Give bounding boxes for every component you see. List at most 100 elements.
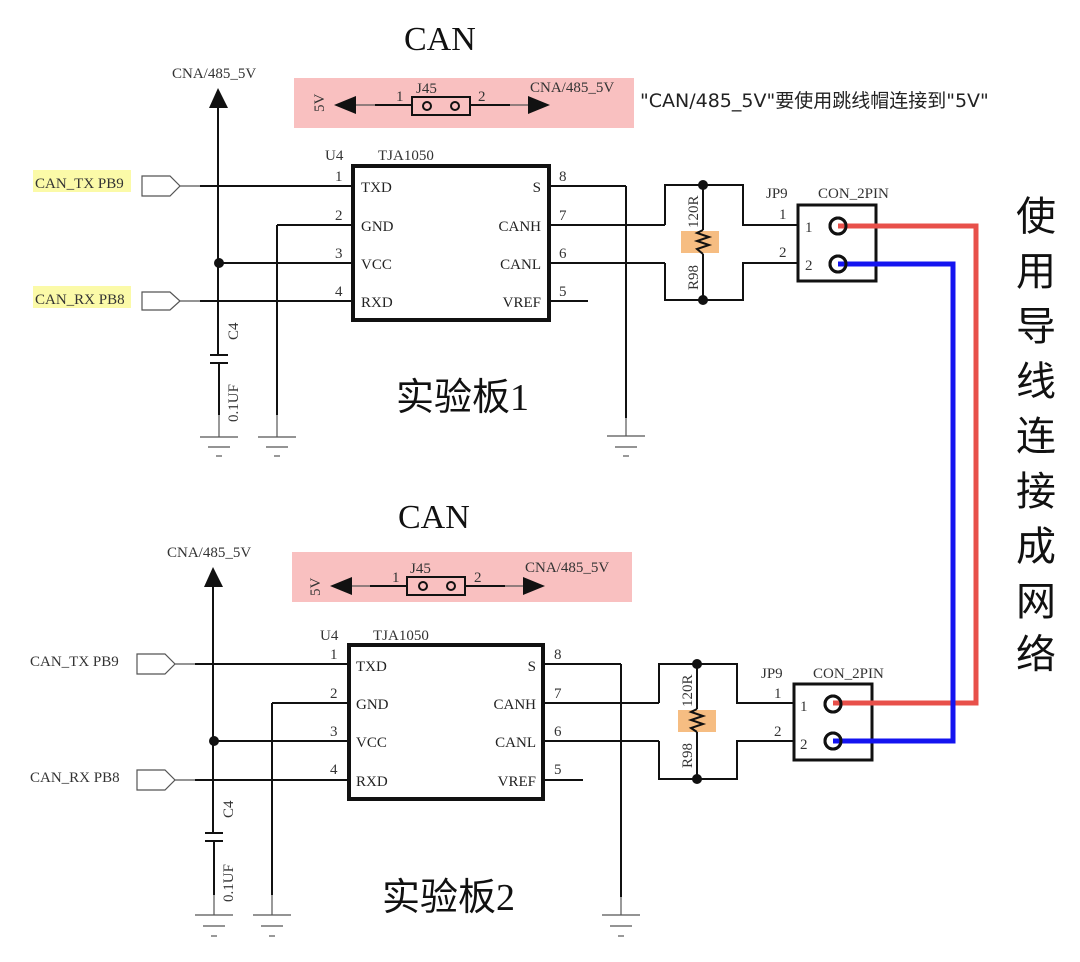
arrow-right-icon: [528, 96, 550, 114]
ground-icon: [607, 418, 645, 457]
pin-number: 6: [554, 724, 562, 740]
net-label-rx: CAN_RX PB8: [30, 770, 120, 786]
pin-number: 5: [559, 284, 567, 300]
port-tx-icon: [136, 653, 176, 675]
ground-icon: [195, 895, 233, 937]
pin-name: VCC: [361, 257, 392, 273]
board-1: CAN CNA/485_5V 5V 1 J45 2 CNA/485_5V "CA…: [33, 21, 989, 457]
resistor-icon: [687, 708, 707, 733]
vertical-note-char: 成: [1016, 524, 1056, 570]
vertical-note-char: 接: [1016, 469, 1056, 515]
jumper-left-net: 5V: [312, 94, 328, 113]
pin-name: GND: [356, 697, 389, 713]
pin-number: 8: [559, 169, 567, 185]
pin-name: VREF: [498, 774, 536, 790]
connector-pin-number: 2: [774, 724, 782, 740]
chip-ref: U4: [325, 148, 344, 164]
section-title: CAN: [398, 499, 470, 536]
net-label-rx: CAN_RX PB8: [35, 292, 125, 308]
pin-name: RXD: [361, 295, 393, 311]
power-label: CNA/485_5V: [167, 545, 251, 561]
board-label: 实验板1: [396, 377, 529, 419]
connector-pin-number: 1: [774, 686, 782, 702]
cap-ref: C4: [221, 800, 237, 818]
tx-highlight: [33, 170, 131, 192]
arrow-left-icon: [330, 577, 352, 595]
board-2: CAN CNA/485_5V 5V 1 J45 2 CNA/485_5V CAN…: [30, 499, 884, 937]
pin-number: 4: [330, 762, 338, 778]
cap-value: 0.1UF: [221, 864, 237, 902]
net-label-tx: CAN_TX PB9: [35, 176, 124, 192]
pin-name: S: [528, 659, 536, 675]
vertical-note-char: 络: [1016, 632, 1056, 678]
tja1050-chip[interactable]: [351, 164, 551, 322]
connector-ref: JP9: [761, 666, 783, 682]
jumper-pin-left: 1: [396, 89, 404, 105]
arrow-left-icon: [334, 96, 356, 114]
connector-pin-label: 1: [800, 699, 808, 715]
net-label-tx: CAN_TX PB9: [30, 654, 119, 670]
pin-name: TXD: [361, 180, 392, 196]
pin-name: CANL: [500, 257, 541, 273]
jumper-left-net: 5V: [308, 578, 324, 597]
cap-value: 0.1UF: [226, 384, 242, 422]
pin-number: 3: [335, 246, 343, 262]
board-label: 实验板2: [382, 877, 515, 919]
connector-ref: JP9: [766, 186, 788, 202]
pin-name: VREF: [503, 295, 541, 311]
section-title: CAN: [404, 21, 476, 58]
jumper-right-net: CNA/485_5V: [525, 560, 609, 576]
connector-pin-number: 1: [779, 207, 787, 223]
vertical-note-char: 线: [1016, 359, 1056, 405]
pin-number: 7: [559, 208, 567, 224]
pin-name: CANH: [498, 219, 541, 235]
chip-ref: U4: [320, 628, 339, 644]
resistor-ref: R98: [686, 265, 702, 290]
power-label: CNA/485_5V: [172, 66, 256, 82]
chip-part: TJA1050: [373, 628, 429, 644]
pin-number: 7: [554, 686, 562, 702]
pin-name: TXD: [356, 659, 387, 675]
port-rx-icon: [141, 291, 181, 311]
pin-name: S: [533, 180, 541, 196]
jumper-ref: J45: [416, 81, 437, 97]
pin-number: 1: [330, 647, 338, 663]
vertical-note-char: 网: [1016, 579, 1056, 625]
pin-number: 8: [554, 647, 562, 663]
ground-icon: [200, 415, 238, 457]
ground-icon: [602, 897, 640, 937]
pin-name: CANL: [495, 735, 536, 751]
jumper-note: "CAN/485_5V"要使用跳线帽连接到"5V": [640, 90, 989, 112]
connector-pin-label: 2: [805, 258, 813, 274]
jumper-right-net: CNA/485_5V: [530, 80, 614, 96]
jumper-pin-left: 1: [392, 570, 400, 586]
jumper-ref: J45: [410, 561, 431, 577]
pin-number: 2: [330, 686, 338, 702]
connector-part: CON_2PIN: [818, 186, 889, 202]
pin-number: 1: [335, 169, 343, 185]
ground-icon: [253, 895, 291, 937]
resistor-value: 120R: [686, 195, 702, 228]
ground-icon: [258, 415, 296, 457]
canh-interconnect-wire: [833, 223, 979, 706]
vertical-note: 使 用 导 线 连 接 成 网 络: [1016, 194, 1056, 678]
pin-number: 4: [335, 284, 343, 300]
pin-name: RXD: [356, 774, 388, 790]
pin-name: VCC: [356, 735, 387, 751]
rx-highlight: [33, 286, 131, 308]
connector-part: CON_2PIN: [813, 666, 884, 682]
arrow-right-icon: [523, 577, 545, 595]
tja1050-chip[interactable]: [347, 643, 545, 801]
vertical-note-char: 连: [1016, 414, 1056, 460]
power-arrow-icon: [209, 88, 228, 108]
connector-pin-label: 2: [800, 737, 808, 753]
cap-ref: C4: [226, 322, 242, 340]
chip-part: TJA1050: [378, 148, 434, 164]
jumper-pin-right: 2: [478, 89, 486, 105]
resistor-icon: [693, 229, 713, 255]
pin-name: GND: [361, 219, 394, 235]
resistor-ref: R98: [680, 743, 696, 768]
vertical-note-char: 用: [1016, 249, 1056, 295]
pin-number: 5: [554, 762, 562, 778]
port-tx-icon: [141, 175, 181, 197]
